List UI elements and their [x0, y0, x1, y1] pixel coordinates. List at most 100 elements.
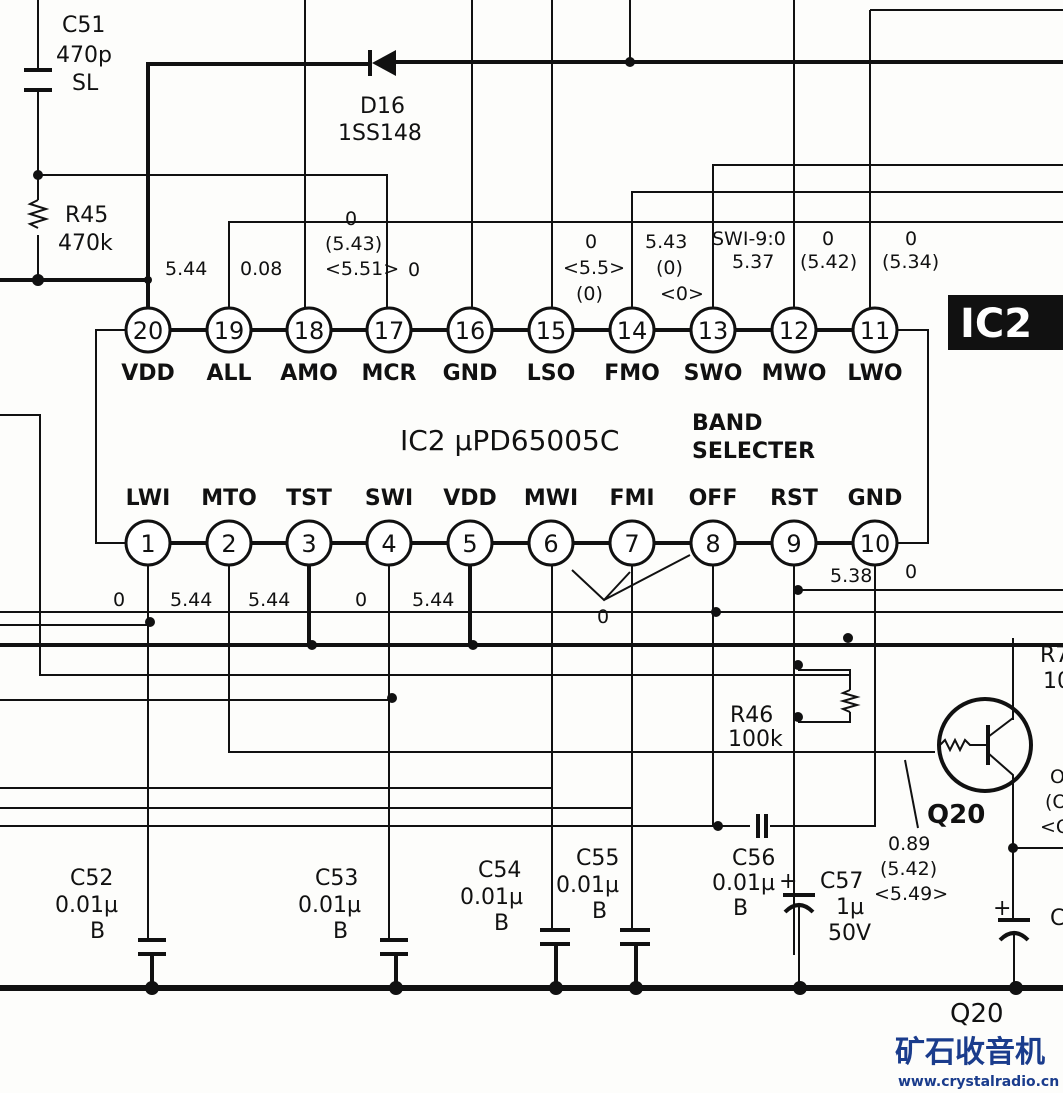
c52-ref: C52 [70, 866, 113, 891]
v-pin10: 0 [905, 561, 917, 583]
ic-pin-circle [770, 519, 818, 567]
ic-pin-name: MWI [524, 486, 578, 511]
v-q20-base-a: 0.89 [888, 833, 930, 855]
ic-pin-number: 19 [214, 317, 245, 345]
v-pin19: 0.08 [240, 258, 282, 280]
v-q20-base-arrow [904, 759, 919, 829]
v-pin11-a: 0 [905, 228, 917, 250]
ic-pin-name: AMO [280, 361, 338, 386]
v-pin5: 5.44 [412, 589, 454, 611]
ic-pin-name: MTO [201, 486, 257, 511]
v-pin13-b: 5.37 [732, 251, 774, 273]
ic-function-line2: SELECTER [692, 439, 815, 464]
ic-pin-circle [124, 306, 172, 354]
ic-bottom-pins: 1LWI2MTO3TST4SWI5VDD6MWI7FMI8OFF9RST10GN… [124, 486, 903, 567]
v-pin18-b: (5.43) [325, 233, 382, 255]
ic-pin-name: SWI [365, 486, 413, 511]
wires [0, 0, 1063, 995]
ic-pin-number: 13 [698, 317, 729, 345]
r7-partial-value: 10 [1043, 669, 1063, 694]
ic-pin-name: TST [286, 486, 332, 511]
v-pin15-b: <5.5> [563, 257, 625, 279]
c51-value: 470p [56, 43, 112, 68]
ic-pin-number: 1 [140, 530, 155, 558]
v-pin9: 5.38 [830, 565, 872, 587]
c55-ref: C55 [576, 846, 619, 871]
ic-pin-name: GND [848, 486, 903, 511]
ic-pin-name: SWO [684, 361, 743, 386]
ic-pin-number: 12 [779, 317, 810, 345]
ic-pin-number: 17 [374, 317, 405, 345]
ic-pin-number: 2 [221, 530, 236, 558]
v-right-partial-b: (O [1045, 791, 1063, 813]
ic-pin-number: 9 [786, 530, 801, 558]
d16-ref: D16 [360, 94, 405, 119]
ic-pin-number: 3 [301, 530, 316, 558]
ic-pin-circle [365, 306, 413, 354]
v-pin11-b: (5.34) [882, 251, 939, 273]
ic-pin-circle [446, 306, 494, 354]
ic-pin-number: 20 [133, 317, 164, 345]
v-pin17: 0 [408, 259, 420, 281]
v-pin12-b: (5.42) [800, 251, 857, 273]
ic-pin-circle [365, 519, 413, 567]
c54-value: 0.01µ [460, 885, 523, 910]
q20-ref: Q20 [927, 800, 985, 830]
r46-ref: R46 [730, 703, 773, 728]
r45-value: 470k [58, 231, 113, 256]
d16-diode-symbol [368, 50, 396, 76]
ic-pin-name: RST [770, 486, 818, 511]
v-pin12-a: 0 [822, 228, 834, 250]
v-pin678-arrows [571, 554, 691, 602]
v-pin14-b: (0) [656, 257, 683, 279]
c53-type: B [333, 919, 348, 944]
component-labels: C51 470p SL R45 470k D16 1SS148 C52 0.01… [55, 13, 1063, 1029]
ic-top-pins: 20VDD19ALL18AMO17MCR16GND15LSO14FMO13SWO… [121, 306, 903, 386]
v-q20-base-b: (5.42) [880, 858, 937, 880]
ic-pin-number: 11 [860, 317, 891, 345]
ic-pin-name: VDD [443, 486, 497, 511]
v-pin4: 0 [355, 589, 367, 611]
v-pin678: 0 [597, 606, 609, 628]
c52-type: B [90, 919, 105, 944]
ic-pin-number: 5 [462, 530, 477, 558]
ic-pin-circle [851, 519, 899, 567]
c56-type: B [733, 896, 748, 921]
v-pin15-c: (0) [576, 283, 603, 305]
c57-plus: + [779, 869, 797, 894]
c53-value: 0.01µ [298, 893, 361, 918]
c51-ref: C51 [62, 13, 105, 38]
r46-resistor-symbol [839, 689, 861, 713]
ic-badge-background [948, 295, 1063, 350]
ic-pin-circle [689, 519, 737, 567]
c-partial-plus: + [993, 896, 1011, 921]
ic-pin-circle [527, 519, 575, 567]
ic-pin-number: 18 [294, 317, 325, 345]
ic-title: IC2 µPD65005C [400, 424, 619, 457]
ic-pin-number: 6 [543, 530, 558, 558]
ic-pin-name: OFF [689, 486, 738, 511]
r45-resistor-symbol [26, 199, 50, 229]
ic-pin-circle [446, 519, 494, 567]
v-pin14-a: 5.43 [645, 231, 687, 253]
c52-value: 0.01µ [55, 893, 118, 918]
c57-voltage: 50V [828, 921, 871, 946]
c54-type: B [494, 911, 509, 936]
ic-pin-circle [689, 306, 737, 354]
r45-ref: R45 [65, 203, 108, 228]
v-right-partial-a: O [1050, 766, 1063, 788]
ic-pin-circle [285, 519, 333, 567]
bottom-capacitor-symbols [138, 814, 1030, 988]
v-pin20: 5.44 [165, 258, 207, 280]
ic-function-line1: BAND [692, 411, 762, 436]
ic-pin-number: 14 [617, 317, 648, 345]
ic-pin-name: MWO [762, 361, 827, 386]
c56-value: 0.01µ [712, 871, 775, 896]
r46-value: 100k [728, 727, 783, 752]
ic-pin-circle [124, 519, 172, 567]
ic-pin-name: LWO [847, 361, 902, 386]
v-right-partial-c: <O [1040, 816, 1063, 838]
c55-value: 0.01µ [556, 873, 619, 898]
ic-pin-name: MCR [362, 361, 417, 386]
